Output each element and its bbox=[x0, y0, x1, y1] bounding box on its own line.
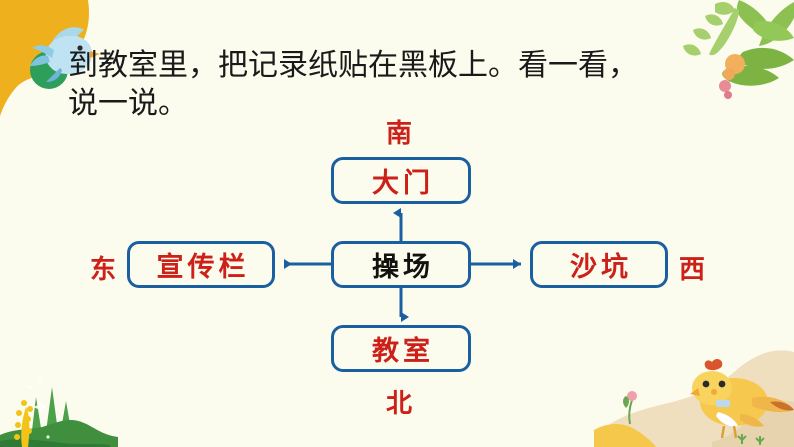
diagram-node-sandpit: 沙坑 bbox=[530, 241, 668, 288]
direction-label-south: 南 bbox=[386, 119, 413, 149]
slide-heading: 到教室里，把记录纸贴在黑板上。看一看， 说一说。 bbox=[68, 48, 638, 121]
diagram-node-gate: 大门 bbox=[331, 157, 471, 204]
diagram-node-bulletin-board: 宣传栏 bbox=[127, 241, 275, 288]
diagram-node-playground: 操场 bbox=[331, 241, 471, 288]
direction-label-west: 西 bbox=[679, 255, 706, 285]
diagram-node-classroom: 教室 bbox=[331, 325, 471, 372]
direction-label-east: 东 bbox=[90, 255, 117, 285]
direction-label-north: 北 bbox=[386, 389, 413, 419]
